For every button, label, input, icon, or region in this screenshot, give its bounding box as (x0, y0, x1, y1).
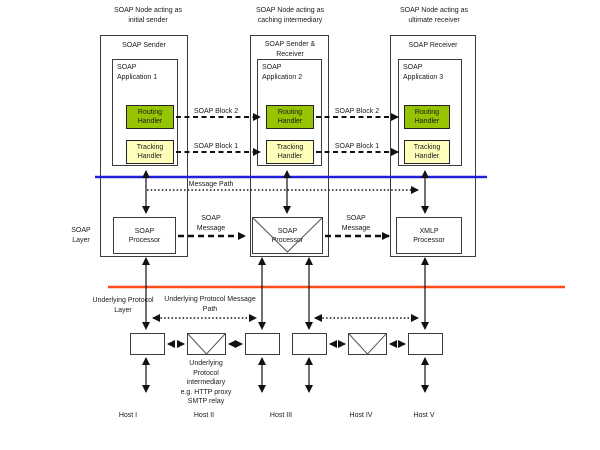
host1-protocol-box (130, 333, 165, 355)
message-path-label: Message Path (188, 181, 234, 188)
host5-label: Host V (413, 412, 435, 419)
node1-processor-box: SOAP Processor (113, 217, 176, 254)
node3-tracking-handler: Tracking Handler (404, 140, 450, 164)
node1-caption: SOAP Node acting as initial sender (114, 7, 182, 24)
node2-application-label: SOAP Application 2 (262, 64, 303, 81)
node2-caption: SOAP Node acting as caching intermediary (256, 7, 324, 24)
host2-label: Host II (193, 412, 215, 419)
node3-title: SOAP Receiver (408, 42, 458, 49)
node1-routing-handler: Routing Handler (126, 105, 174, 129)
node3-processor-label: XMLP Processor (413, 227, 445, 244)
host3-label: Host III (269, 412, 293, 419)
soap-block-2-label-right: SOAP Block 2 (334, 108, 380, 115)
node2-processor-label: SOAP Processor (271, 227, 304, 244)
node3-routing-handler: Routing Handler (404, 105, 450, 129)
node3-application-label: SOAP Application 3 (403, 64, 444, 81)
host3-protocol-box-left (245, 333, 280, 355)
host4-label: Host IV (349, 412, 373, 419)
node1-title: SOAP Sender (122, 42, 166, 49)
host4-intermediary-envelope-box (348, 333, 387, 355)
node1-tracking-handler: Tracking Handler (126, 140, 174, 164)
soap-message-label-left: SOAP Message (196, 215, 226, 232)
node3-processor-box: XMLP Processor (396, 217, 462, 254)
node2-title: SOAP Sender & Receiver (264, 41, 316, 58)
soap-block-1-label-left: SOAP Block 1 (193, 143, 239, 150)
node2-routing-handler: Routing Handler (266, 105, 314, 129)
host2-intermediary-envelope-box (187, 333, 226, 355)
node3-caption: SOAP Node acting as ultimate receiver (400, 7, 468, 24)
soap-message-label-right: SOAP Message (341, 215, 371, 232)
soap-layer-label: SOAP Layer (71, 227, 91, 244)
node1-application-label: SOAP Application 1 (117, 64, 158, 81)
soap-block-2-label-left: SOAP Block 2 (193, 108, 239, 115)
underlying-protocol-intermediary-note: Underlying Protocol intermediary e.g. HT… (180, 360, 232, 405)
underlying-protocol-layer-label: Underlying Protocol Layer (92, 297, 154, 314)
soap-block-1-label-right: SOAP Block 1 (334, 143, 380, 150)
underlying-protocol-message-path-label: Underlying Protocol Message Path (164, 296, 256, 313)
node2-processor-box: SOAP Processor (252, 217, 323, 254)
node2-tracking-handler: Tracking Handler (266, 140, 314, 164)
node1-processor-label: SOAP Processor (128, 227, 161, 244)
host5-protocol-box (408, 333, 443, 355)
host1-label: Host I (118, 412, 138, 419)
host3-protocol-box-right (292, 333, 327, 355)
